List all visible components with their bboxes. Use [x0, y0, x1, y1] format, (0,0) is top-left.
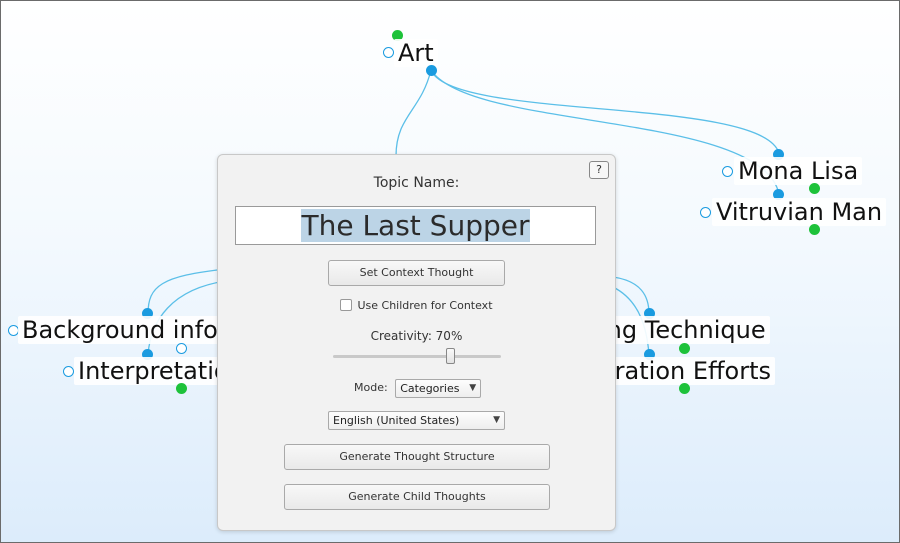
node-interpretation-label: Interpretatio: [74, 357, 233, 385]
node-technique-green-port[interactable]: [679, 343, 690, 354]
node-vitruvian-green-port[interactable]: [809, 224, 820, 235]
creativity-label: Creativity: 70%: [370, 329, 463, 343]
node-vitruvian-label: Vitruvian Man: [712, 198, 887, 226]
link-center-background: [147, 268, 227, 315]
creativity-slider-thumb[interactable]: [446, 348, 456, 364]
node-mona-lisa[interactable]: Mona Lisa: [734, 156, 863, 186]
node-mona-label: Mona Lisa: [734, 157, 863, 185]
node-technique-label: ing Technique: [596, 316, 770, 344]
topic-name-label: Topic Name:: [373, 175, 460, 191]
node-vitruvian-top-port[interactable]: [773, 189, 784, 200]
use-children-label: Use Children for Context: [357, 299, 493, 312]
use-children-checkbox[interactable]: [340, 299, 353, 311]
generate-thought-structure-button[interactable]: Generate Thought Structure: [284, 444, 550, 470]
mode-select-value: Categories: [400, 381, 460, 395]
chevron-down-icon: ▼: [469, 382, 477, 393]
node-interpretation-top-port[interactable]: [142, 349, 153, 360]
generate-child-thoughts-button[interactable]: Generate Child Thoughts: [284, 484, 550, 510]
help-button[interactable]: ?: [589, 161, 609, 179]
topic-dialog: ? Topic Name: The Last Supper Set Contex…: [217, 154, 616, 531]
set-context-thought-button[interactable]: Set Context Thought: [328, 260, 505, 286]
node-interpretation[interactable]: Interpretatio: [74, 356, 233, 386]
topic-name-selected-text: The Last Supper: [301, 209, 530, 242]
node-art[interactable]: Art: [394, 38, 438, 68]
node-painting-technique[interactable]: ing Technique: [596, 315, 770, 345]
link-center-technique: [612, 276, 650, 315]
node-technique-top-port[interactable]: [644, 308, 655, 319]
node-vitruvian-in-port[interactable]: [700, 207, 711, 218]
use-children-row: Use Children for Context: [218, 299, 615, 312]
node-interpretation-extra-port[interactable]: [176, 343, 187, 354]
chevron-down-icon: ▼: [493, 415, 500, 425]
node-restoration-label: oration Efforts: [596, 357, 776, 385]
node-interpretation-green-port[interactable]: [176, 383, 187, 394]
link-art-center: [395, 69, 432, 157]
node-restoration-efforts[interactable]: oration Efforts: [596, 356, 776, 386]
node-mona-top-port[interactable]: [773, 149, 784, 160]
mode-row: Mode: Categories ▼: [354, 378, 482, 398]
node-art-green-port[interactable]: [392, 30, 403, 41]
creativity-slider-track[interactable]: [333, 355, 501, 358]
mode-label: Mode:: [354, 381, 388, 394]
link-art-mona: [430, 69, 780, 154]
node-art-in-port[interactable]: [383, 47, 394, 58]
topic-name-input[interactable]: The Last Supper: [235, 206, 596, 245]
node-mona-green-port[interactable]: [809, 183, 820, 194]
node-vitruvian-man[interactable]: Vitruvian Man: [712, 197, 887, 227]
node-interpretation-in-port[interactable]: [63, 366, 74, 377]
mode-select[interactable]: Categories ▼: [395, 378, 482, 398]
language-select-value: English (United States): [333, 414, 460, 427]
node-art-label: Art: [394, 39, 438, 67]
language-select[interactable]: English (United States) ▼: [328, 411, 505, 430]
node-restoration-green-port[interactable]: [679, 383, 690, 394]
node-background-info[interactable]: Background info: [18, 315, 222, 345]
node-mona-in-port[interactable]: [722, 166, 733, 177]
node-background-top-port[interactable]: [142, 308, 153, 319]
node-background-label: Background info: [18, 316, 222, 344]
node-art-out-port[interactable]: [426, 65, 437, 76]
node-restoration-top-port[interactable]: [644, 349, 655, 360]
